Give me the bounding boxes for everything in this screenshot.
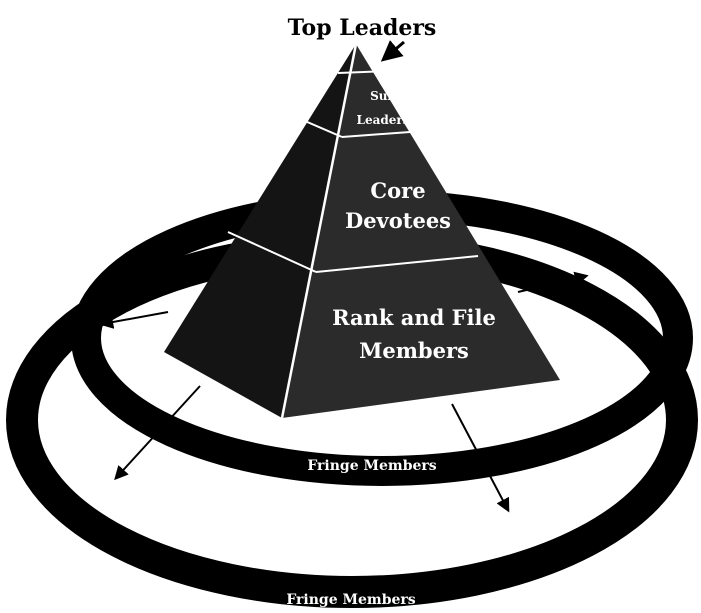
label-fringe-inner: Fringe Members xyxy=(307,458,436,474)
pyramid-front-edge xyxy=(280,43,358,419)
arrow-right xyxy=(517,271,589,293)
divider-front-1 xyxy=(363,70,388,73)
label-top-leaders: Top Leaders xyxy=(288,15,437,41)
label-fringe-outer: Fringe Members xyxy=(286,592,415,608)
label-sub-leaders-line1: Sub xyxy=(370,89,396,103)
label-core-line1: Core xyxy=(370,178,425,203)
arrow-lower-left xyxy=(114,385,201,481)
divider-side-2 xyxy=(297,117,343,138)
divider-front-2 xyxy=(341,131,411,138)
divider-side-3 xyxy=(227,231,317,273)
arrow-lower-right xyxy=(451,403,510,513)
label-core-line2: Devotees xyxy=(345,208,451,233)
divider-front-3 xyxy=(315,255,479,273)
arrow-left xyxy=(99,311,169,329)
label-rank-line2: Members xyxy=(359,338,469,363)
pyramid-front-face xyxy=(282,44,560,418)
label-rank-line1: Rank and File xyxy=(332,305,496,330)
pyramid-left-face xyxy=(164,44,356,418)
arrow-top-leaders xyxy=(380,40,405,62)
label-sub-leaders-line2: Leaders xyxy=(357,113,410,127)
